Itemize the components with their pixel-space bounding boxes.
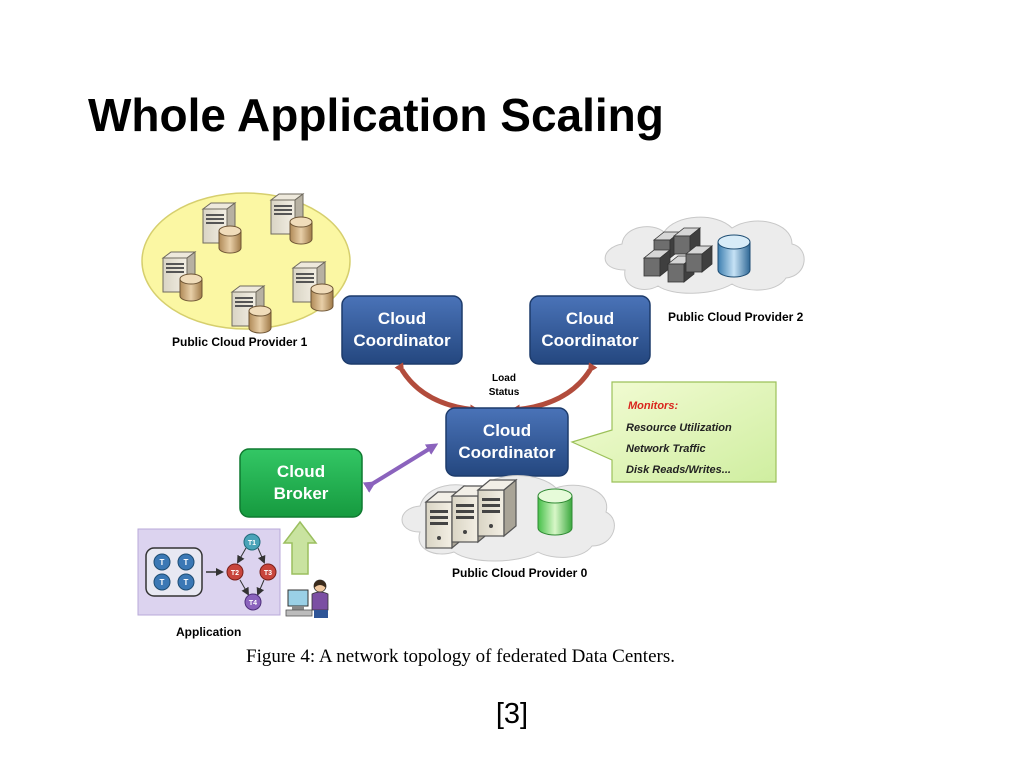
task-node-t2 <box>226 563 244 581</box>
task-node-label: T <box>160 558 165 567</box>
public-cloud-provider-0: Public Cloud Provider 0 <box>401 475 615 580</box>
coordinator-label: Coordinator <box>353 331 451 350</box>
task-node-t1 <box>243 533 261 551</box>
load-status-arrow-right <box>510 362 598 415</box>
coordinator-label: Cloud <box>378 309 426 328</box>
cloud-coordinator-provider-1: Cloud Coordinator <box>341 295 463 365</box>
coordinator-label: Cloud <box>566 309 614 328</box>
task-node <box>177 553 195 571</box>
load-status-label: Load <box>492 373 516 384</box>
user-to-broker-arrow <box>282 520 318 575</box>
provider-2-database-icon <box>717 234 751 278</box>
task-node <box>153 553 171 571</box>
task-node-label: T1 <box>248 540 256 547</box>
cloud-coordinator-provider-0: Cloud Coordinator <box>445 407 569 477</box>
task-node <box>153 573 171 591</box>
load-status-arrow-left <box>394 362 480 415</box>
provider-1-database-icon <box>248 305 272 334</box>
monitors-item: Network Traffic <box>626 443 706 455</box>
application-label: Application <box>176 625 241 639</box>
broker-label: Broker <box>274 484 329 503</box>
task-node-label: T <box>184 578 189 587</box>
monitors-item: Resource Utilization <box>626 422 732 434</box>
provider-1-database-icon <box>179 273 203 302</box>
task-node <box>177 573 195 591</box>
provider-1-database-icon <box>310 283 334 312</box>
provider-2-label: Public Cloud Provider 2 <box>668 310 804 324</box>
load-status-arrows: Load Status <box>394 362 598 415</box>
task-node-label: T4 <box>249 600 257 607</box>
application-panel: T T T T T1 T2 T3 T4 Application <box>137 528 281 639</box>
coordinator-label: Coordinator <box>458 443 556 462</box>
figure-caption: Figure 4: A network topology of federate… <box>246 646 675 667</box>
provider-1-database-icon <box>289 216 313 245</box>
task-node-label: T <box>184 558 189 567</box>
provider-0-server-icon <box>477 479 517 537</box>
user-computer-icon <box>285 579 329 618</box>
task-grid-items: T T T T <box>153 553 195 591</box>
load-status-label: Status <box>489 387 520 398</box>
slide-title: Whole Application Scaling <box>88 89 664 141</box>
task-node-t4 <box>244 593 262 611</box>
monitors-callout: Monitors: Resource Utilization Network T… <box>570 381 777 483</box>
cloud-coordinator-provider-2: Cloud Coordinator <box>529 295 651 365</box>
coordinator-label: Cloud <box>483 421 531 440</box>
public-cloud-provider-1: Public Cloud Provider 1 <box>141 192 351 349</box>
provider-0-label: Public Cloud Provider 0 <box>452 566 588 580</box>
provider-1-database-icon <box>218 225 242 254</box>
coordinator-label: Coordinator <box>541 331 639 350</box>
monitors-item: Disk Reads/Writes... <box>626 464 731 476</box>
task-node-label: T3 <box>264 570 272 577</box>
cloud-broker: Cloud Broker <box>239 448 363 518</box>
public-cloud-provider-2: Public Cloud Provider 2 <box>604 216 805 324</box>
broker-label: Cloud <box>277 462 325 481</box>
broker-coordinator-arrow <box>362 443 439 493</box>
task-grid <box>145 547 203 597</box>
provider-0-database-icon <box>537 488 573 536</box>
task-node-label: T2 <box>231 570 239 577</box>
monitors-title: Monitors: <box>628 400 678 412</box>
reference-number: [3] <box>495 698 529 730</box>
task-node-label: T <box>160 578 165 587</box>
task-graph: T1 T2 T3 T4 <box>226 533 277 611</box>
provider-1-label: Public Cloud Provider 1 <box>172 335 308 349</box>
task-node-t3 <box>259 563 277 581</box>
